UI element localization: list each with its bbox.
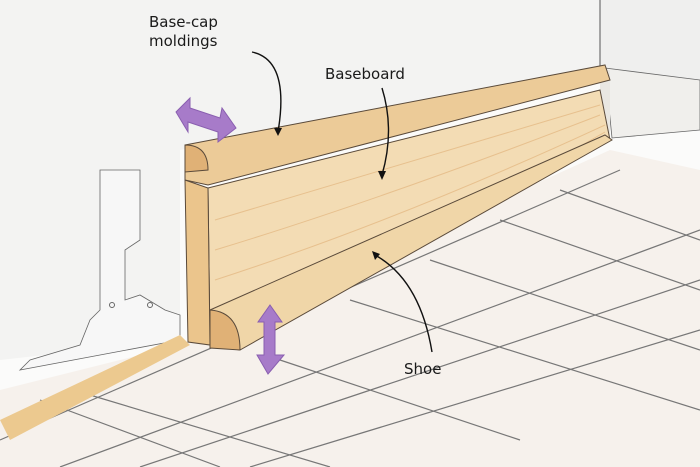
corner-wall [600,0,700,90]
base-cap-leader [251,51,282,133]
horizontal-movement-arrow [175,96,237,144]
vertical-movement-arrow [256,304,286,375]
shoe-label: Shoe [404,360,442,378]
base-cap-part [184,64,611,186]
back-wall [0,0,600,360]
base-cap-label-line1: Base-cap [149,13,218,31]
baseboard-leader [381,87,390,176]
baseboard-label: Baseboard [325,65,405,83]
shoe-leader [374,254,433,353]
base-cap-label-line2: moldings [149,32,218,50]
floor-boards [0,169,700,467]
